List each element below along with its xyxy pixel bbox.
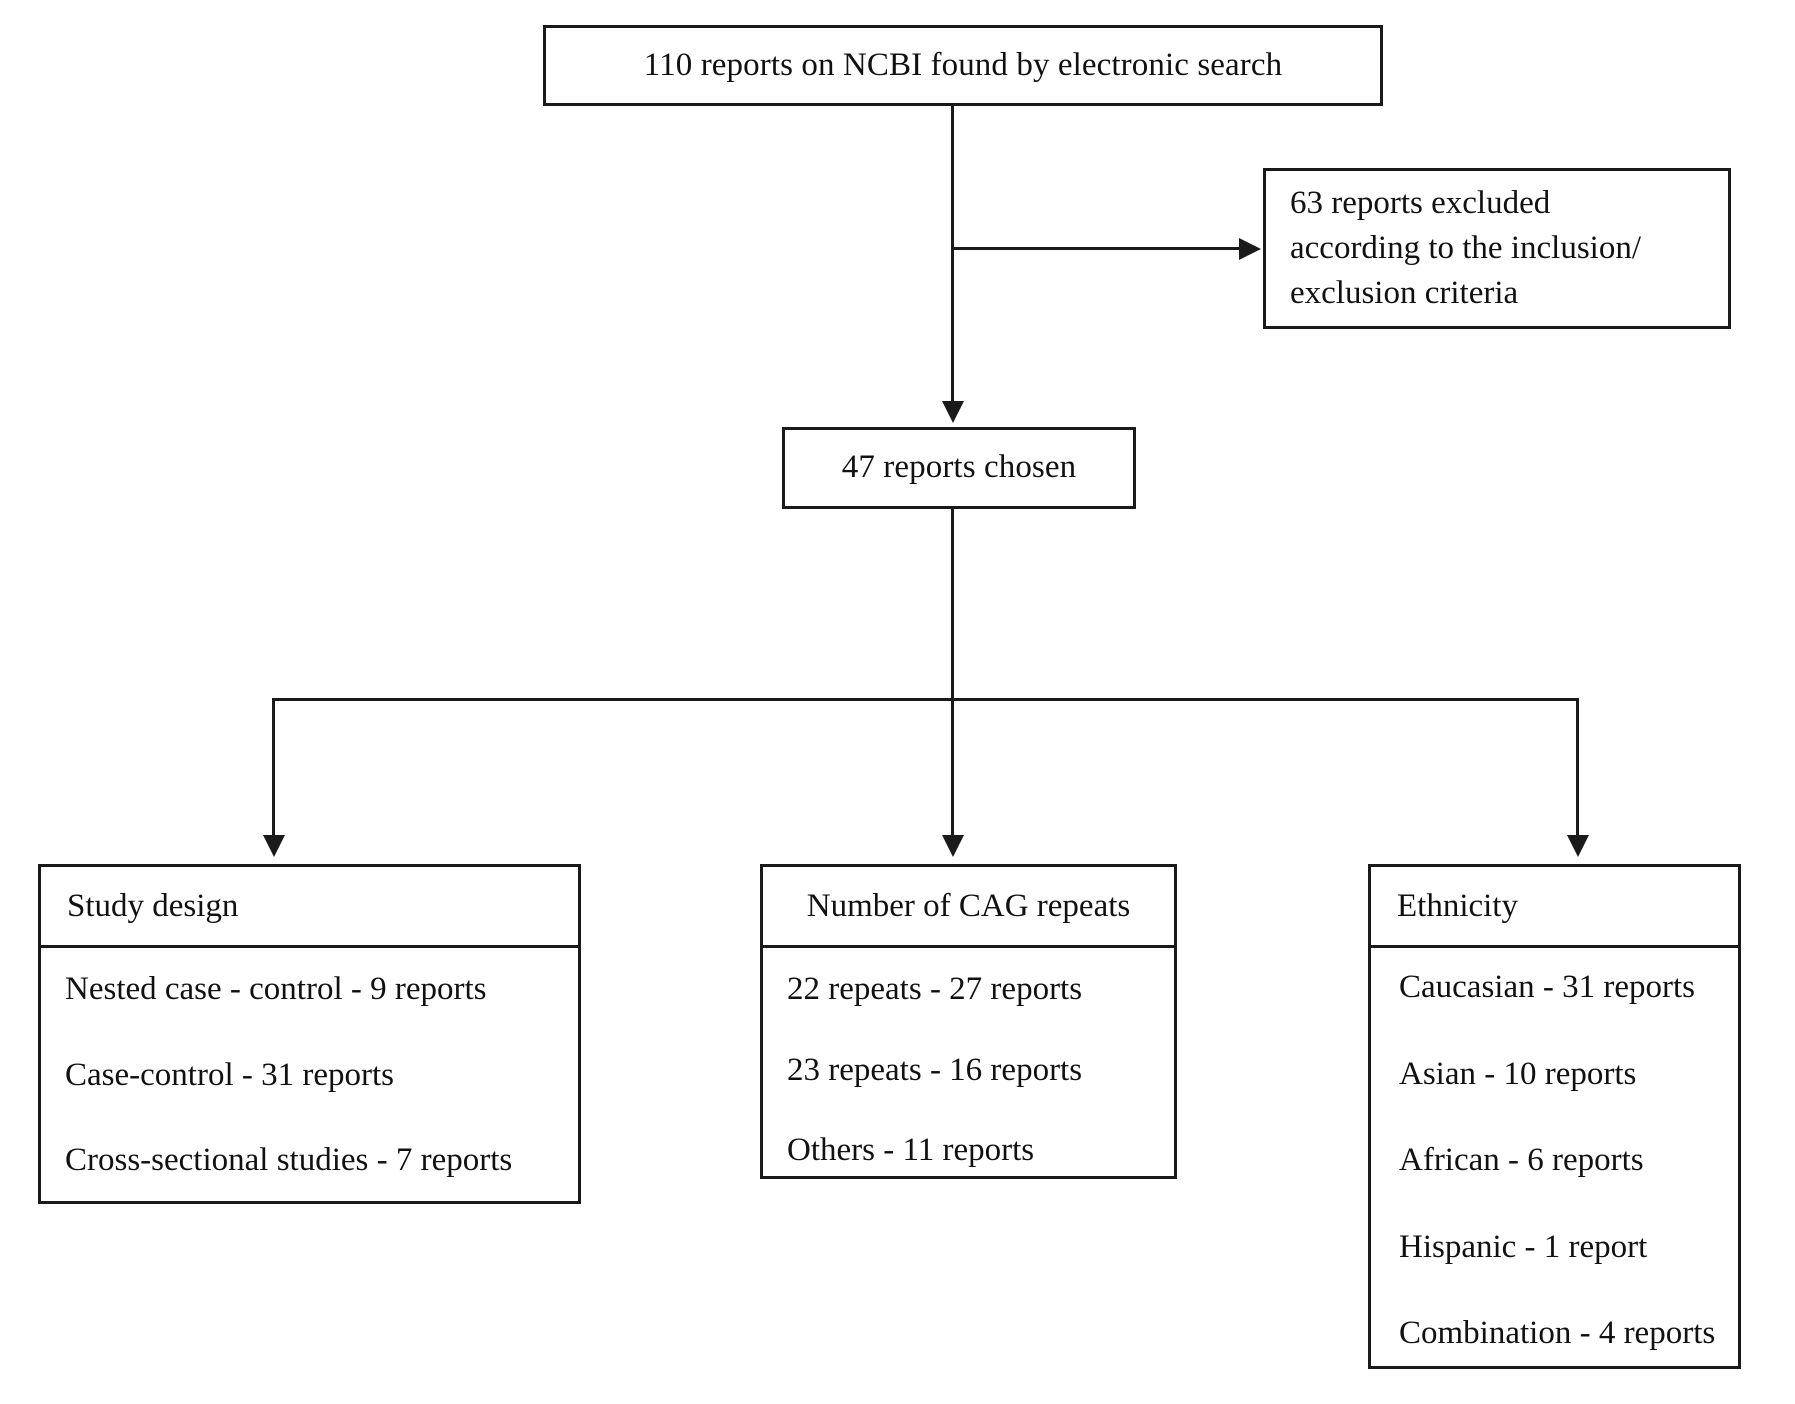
category-items-study-design: Nested case - control - 9 reports Case-c… bbox=[41, 948, 578, 1237]
node-excluded-reports: 63 reports excluded according to the inc… bbox=[1263, 168, 1731, 329]
node-source-reports: 110 reports on NCBI found by electronic … bbox=[543, 25, 1383, 106]
connector-source-to-excluded bbox=[951, 247, 1241, 250]
category-heading-ethnicity: Ethnicity bbox=[1371, 867, 1738, 948]
connector-split-to-cag-repeats bbox=[951, 698, 954, 838]
category-items-cag-repeats: 22 repeats - 27 reports 23 repeats - 16 … bbox=[763, 948, 1174, 1222]
excluded-line-3: exclusion criteria bbox=[1290, 274, 1519, 311]
list-item: Others - 11 reports bbox=[787, 1132, 1035, 1169]
arrowhead-to-excluded bbox=[1239, 238, 1261, 260]
excluded-line-1: 63 reports excluded bbox=[1290, 185, 1551, 222]
list-item: 23 repeats - 16 reports bbox=[787, 1051, 1083, 1088]
excluded-line-2: according to the inclusion/ bbox=[1290, 230, 1641, 267]
connector-chosen-to-split bbox=[951, 509, 954, 701]
list-item: Hispanic - 1 report bbox=[1399, 1228, 1648, 1265]
connector-split-to-ethnicity bbox=[1576, 698, 1579, 838]
category-items-ethnicity: Caucasian - 31 reports Asian - 10 report… bbox=[1371, 948, 1738, 1404]
connector-split-to-study-design bbox=[272, 698, 275, 838]
list-item: Cross-sectional studies - 7 reports bbox=[65, 1142, 513, 1179]
category-heading-study-design: Study design bbox=[41, 867, 578, 948]
arrowhead-to-ethnicity bbox=[1567, 835, 1589, 857]
arrowhead-to-chosen bbox=[942, 401, 964, 423]
list-item: Nested case - control - 9 reports bbox=[65, 971, 487, 1007]
chosen-reports-label: 47 reports chosen bbox=[841, 449, 1077, 486]
connector-source-to-chosen bbox=[951, 106, 954, 404]
category-heading-cag-repeats: Number of CAG repeats bbox=[763, 867, 1174, 948]
node-category-cag-repeats: Number of CAG repeats 22 repeats - 27 re… bbox=[760, 864, 1177, 1179]
arrowhead-to-study-design bbox=[263, 835, 285, 857]
list-item: Asian - 10 reports bbox=[1399, 1055, 1637, 1092]
list-item: Caucasian - 31 reports bbox=[1399, 969, 1695, 1005]
source-reports-label: 110 reports on NCBI found by electronic … bbox=[643, 46, 1283, 83]
arrowhead-to-cag-repeats bbox=[942, 835, 964, 857]
excluded-reports-text: 63 reports excluded according to the inc… bbox=[1290, 181, 1641, 316]
list-item: 22 repeats - 27 reports bbox=[787, 971, 1083, 1007]
connector-split-bar bbox=[272, 698, 1579, 701]
node-category-ethnicity: Ethnicity Caucasian - 31 reports Asian -… bbox=[1368, 864, 1741, 1369]
list-item: Case-control - 31 reports bbox=[65, 1056, 394, 1093]
list-item: African - 6 reports bbox=[1399, 1142, 1644, 1179]
list-item: Combination - 4 reports bbox=[1399, 1315, 1716, 1352]
node-category-study-design: Study design Nested case - control - 9 r… bbox=[38, 864, 581, 1204]
node-chosen-reports: 47 reports chosen bbox=[782, 427, 1136, 509]
